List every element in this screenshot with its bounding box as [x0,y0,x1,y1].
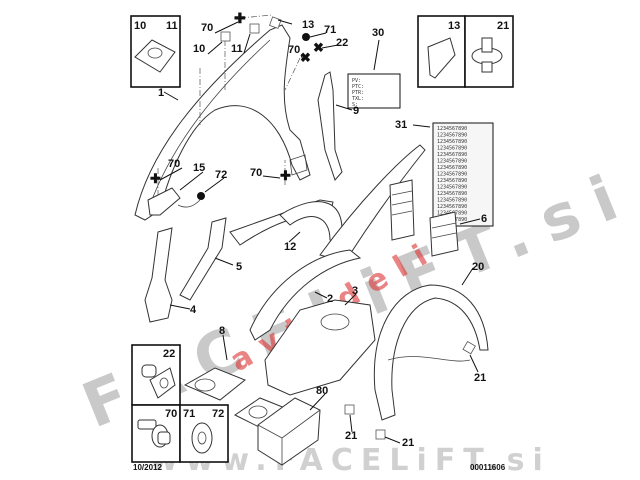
label-31-row: 1234567890 [437,159,467,165]
label-13: 13 [302,19,314,31]
fastener-markers: ✚ ✖ ✖ ✚ ✚ [150,10,476,440]
label-31-row: 1234567890 [437,204,467,210]
label-70: 70 [201,22,213,34]
label-31-row: 1234567890 [437,172,467,178]
label-31-row: 1234567890 [437,165,467,171]
svg-text:PTR:: PTR: [352,90,364,96]
part-inner-panel-12[interactable] [229,144,426,263]
part-bracket-5[interactable] [179,217,227,301]
label-72: 72 [215,169,227,181]
label-30: 30 [372,27,384,39]
label-9: 9 [353,105,359,117]
label-31-row: 1234567890 [437,133,467,139]
label-21: 21 [345,430,357,442]
label-31-row: 1234567890 [437,146,467,152]
label-5: 5 [236,261,242,273]
inset-washer-71-72[interactable]: 71 72 [179,404,229,463]
label-31-row: 1234567890 [437,139,467,145]
svg-text:21: 21 [497,20,509,32]
svg-text:11: 11 [166,20,178,32]
svg-text:71: 71 [183,408,195,420]
svg-text:22: 22 [163,348,175,360]
svg-text:10: 10 [134,20,146,32]
footer-date: 10/2012 [133,463,162,472]
label-31: 31 [395,119,407,131]
part-apron-2[interactable] [249,249,362,341]
label-15: 15 [193,162,205,174]
label-2: 2 [327,293,333,305]
label-31-row: 1234567890 [437,191,467,197]
label-1: 1 [158,87,164,99]
part-strut-tower-3[interactable] [264,299,376,396]
part-kit-80[interactable] [257,397,321,466]
label-4: 4 [190,304,197,316]
svg-text:TXL:: TXL: [352,96,364,102]
label-70: 70 [288,44,300,56]
part-reinforcement-6[interactable] [389,179,459,257]
label-31-row: 1234567890 [437,126,467,132]
label-3: 3 [352,285,358,297]
label-70: 70 [168,158,180,170]
inset-screw-70[interactable]: 70 [131,404,181,463]
part-bracket-4[interactable] [144,227,173,323]
label-6: 6 [481,213,487,225]
label-31-row: 1234567890 [437,198,467,204]
inset-clip-13[interactable]: 13 [417,15,466,88]
svg-text:70: 70 [165,408,177,420]
svg-text:✖: ✖ [313,40,324,55]
label-12: 12 [284,241,296,253]
part-trim-9[interactable] [317,71,343,181]
label-10: 10 [193,43,205,55]
label-70: 70 [250,167,262,179]
label-31-row: 1234567890 [437,185,467,191]
svg-text:S:: S: [352,102,358,108]
svg-text:13: 13 [448,20,460,32]
label-8: 8 [219,325,225,337]
label-21: 21 [474,372,486,384]
svg-text:✚: ✚ [280,168,291,183]
label-71: 71 [324,24,336,36]
svg-text:PV:: PV: [352,78,361,84]
label-20: 20 [472,261,484,273]
svg-text:72: 72 [212,408,224,420]
svg-text:✚: ✚ [150,171,161,186]
label-30-sticker: PV: PTC: PTR: TXL: S: [347,73,401,109]
label-11: 11 [231,43,243,55]
label-31-row: 1234567890 [437,152,467,158]
label-31-sticker: 1234567890123456789012345678901234567890… [432,122,494,227]
inset-fixing-10-11[interactable]: 10 11 [130,15,181,88]
label-21: 21 [402,437,414,449]
label-80: 80 [316,385,328,397]
svg-text:✖: ✖ [300,50,311,65]
part-numbers: 1 2 3 4 5 6 8 9 10 11 12 13 15 20 21 21 … [158,19,487,449]
part-sensor-15[interactable] [147,187,181,216]
label-22: 22 [336,37,348,49]
inset-nut-22[interactable]: 22 [131,344,181,406]
footer-reference: 00011606 [470,463,506,472]
svg-text:PTC:: PTC: [352,84,364,90]
part-wheel-arch-liner-20[interactable] [373,284,489,421]
inset-clip-21[interactable]: 21 [464,15,514,88]
label-31-row: 1234567890 [437,178,467,184]
